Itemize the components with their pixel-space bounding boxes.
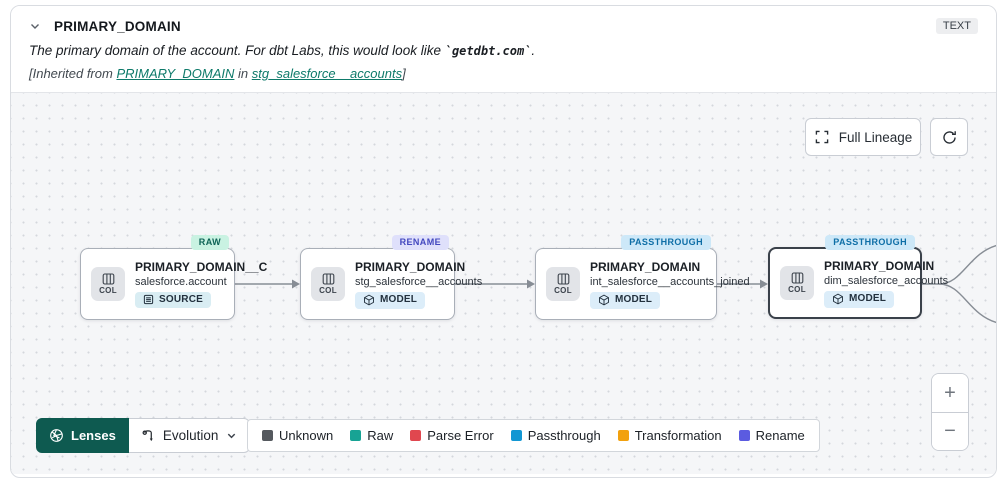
legend-item-raw: Raw xyxy=(350,428,393,443)
column-chip: COL xyxy=(780,266,814,300)
legend-swatch xyxy=(350,430,362,441)
refresh-icon xyxy=(942,130,956,144)
legend-item-transformation: Transformation xyxy=(617,428,722,443)
lenses-button[interactable]: Lenses xyxy=(36,418,129,453)
lens-aperture-icon xyxy=(50,429,63,442)
zoom-in-button[interactable]: + xyxy=(932,374,968,412)
node-column-name: PRIMARY_DOMAIN__C xyxy=(135,260,268,274)
legend-item-parse-error: Parse Error xyxy=(410,428,494,443)
node-column-name: PRIMARY_DOMAIN xyxy=(355,259,466,274)
full-lineage-button[interactable]: Full Lineage xyxy=(805,118,921,156)
evolution-tag-passthrough: PASSTHROUGH xyxy=(825,235,915,250)
evolution-tag-rename: RENAME xyxy=(391,235,449,250)
legend-item-unknown: Unknown xyxy=(262,428,333,443)
lineage-node-staging[interactable]: RENAME COL PRIMARY_DOMAIN stg_salesforce… xyxy=(300,235,482,320)
legend-item-passthrough: Passthrough xyxy=(510,428,601,443)
node-model-name: salesforce.account xyxy=(135,276,227,288)
node-type-chip: SOURCE xyxy=(135,292,211,308)
collapse-chevron-icon[interactable] xyxy=(29,20,41,32)
legend-item-rename: Rename xyxy=(738,428,805,443)
lens-dropdown[interactable]: Evolution xyxy=(128,418,251,453)
column-details-header: PRIMARY_DOMAIN TEXT The primary domain o… xyxy=(11,6,996,92)
inherited-model-link[interactable]: stg_salesforce__accounts xyxy=(251,66,403,81)
column-icon xyxy=(322,273,334,285)
lineage-node-intermediate[interactable]: PASSTHROUGH COL PRIMARY_DOMAIN int_sales… xyxy=(535,235,750,320)
chevron-down-icon xyxy=(228,433,236,439)
column-type-badge: TEXT xyxy=(935,18,978,34)
node-model-name: int_salesforce__accounts_joined xyxy=(590,275,750,288)
model-icon xyxy=(599,294,609,305)
column-description: The primary domain of the account. For d… xyxy=(29,43,536,58)
evolution-tag-passthrough: PASSTHROUGH xyxy=(621,235,711,250)
column-chip: COL xyxy=(311,267,345,301)
lineage-node-source[interactable]: RAW COL PRIMARY_DOMAIN__C salesforce.acc… xyxy=(80,235,267,320)
evolution-legend: Unknown Raw Parse Error Passthrough Tran… xyxy=(247,419,820,452)
expand-icon xyxy=(815,130,828,144)
model-icon xyxy=(364,294,374,305)
column-icon xyxy=(557,273,569,285)
column-icon xyxy=(791,272,803,284)
inherited-from-line: [Inherited from PRIMARY_DOMAIN in stg_sa… xyxy=(29,66,406,81)
column-lineage-panel: PRIMARY_DOMAIN TEXT The primary domain o… xyxy=(10,5,997,478)
legend-swatch xyxy=(738,430,750,441)
node-model-name: stg_salesforce__accounts xyxy=(355,275,483,288)
zoom-controls: + − xyxy=(931,373,969,451)
node-column-name: PRIMARY_DOMAIN xyxy=(824,258,935,273)
node-model-name: dim_salesforce_accounts xyxy=(824,274,949,287)
column-chip: COL xyxy=(546,267,580,301)
legend-swatch xyxy=(262,430,273,441)
node-type-chip: MODEL xyxy=(824,290,895,308)
node-type-chip: MODEL xyxy=(355,291,426,309)
evolution-tag-raw: RAW xyxy=(190,235,229,250)
lineage-canvas[interactable]: RAW COL PRIMARY_DOMAIN__C salesforce.acc… xyxy=(11,92,996,474)
legend-swatch xyxy=(510,430,522,441)
model-icon xyxy=(833,293,843,304)
column-chip: COL xyxy=(91,267,125,301)
lenses-control: Lenses Evolution xyxy=(36,418,251,453)
legend-swatch xyxy=(410,430,422,441)
node-type-chip: MODEL xyxy=(590,291,661,309)
inline-code: `getdbt.com` xyxy=(444,44,532,58)
legend-swatch xyxy=(617,430,629,441)
source-icon xyxy=(143,294,154,305)
lineage-node-dim-selected[interactable]: PASSTHROUGH COL PRIMARY_DOMAIN dim_sales… xyxy=(768,235,948,319)
evolution-route-icon xyxy=(142,430,153,442)
inherited-column-link[interactable]: PRIMARY_DOMAIN xyxy=(116,66,235,81)
zoom-out-button[interactable]: − xyxy=(932,412,968,450)
refresh-button[interactable] xyxy=(930,118,968,156)
column-title: PRIMARY_DOMAIN xyxy=(54,18,181,34)
node-column-name: PRIMARY_DOMAIN xyxy=(590,259,701,274)
column-icon xyxy=(102,273,114,285)
